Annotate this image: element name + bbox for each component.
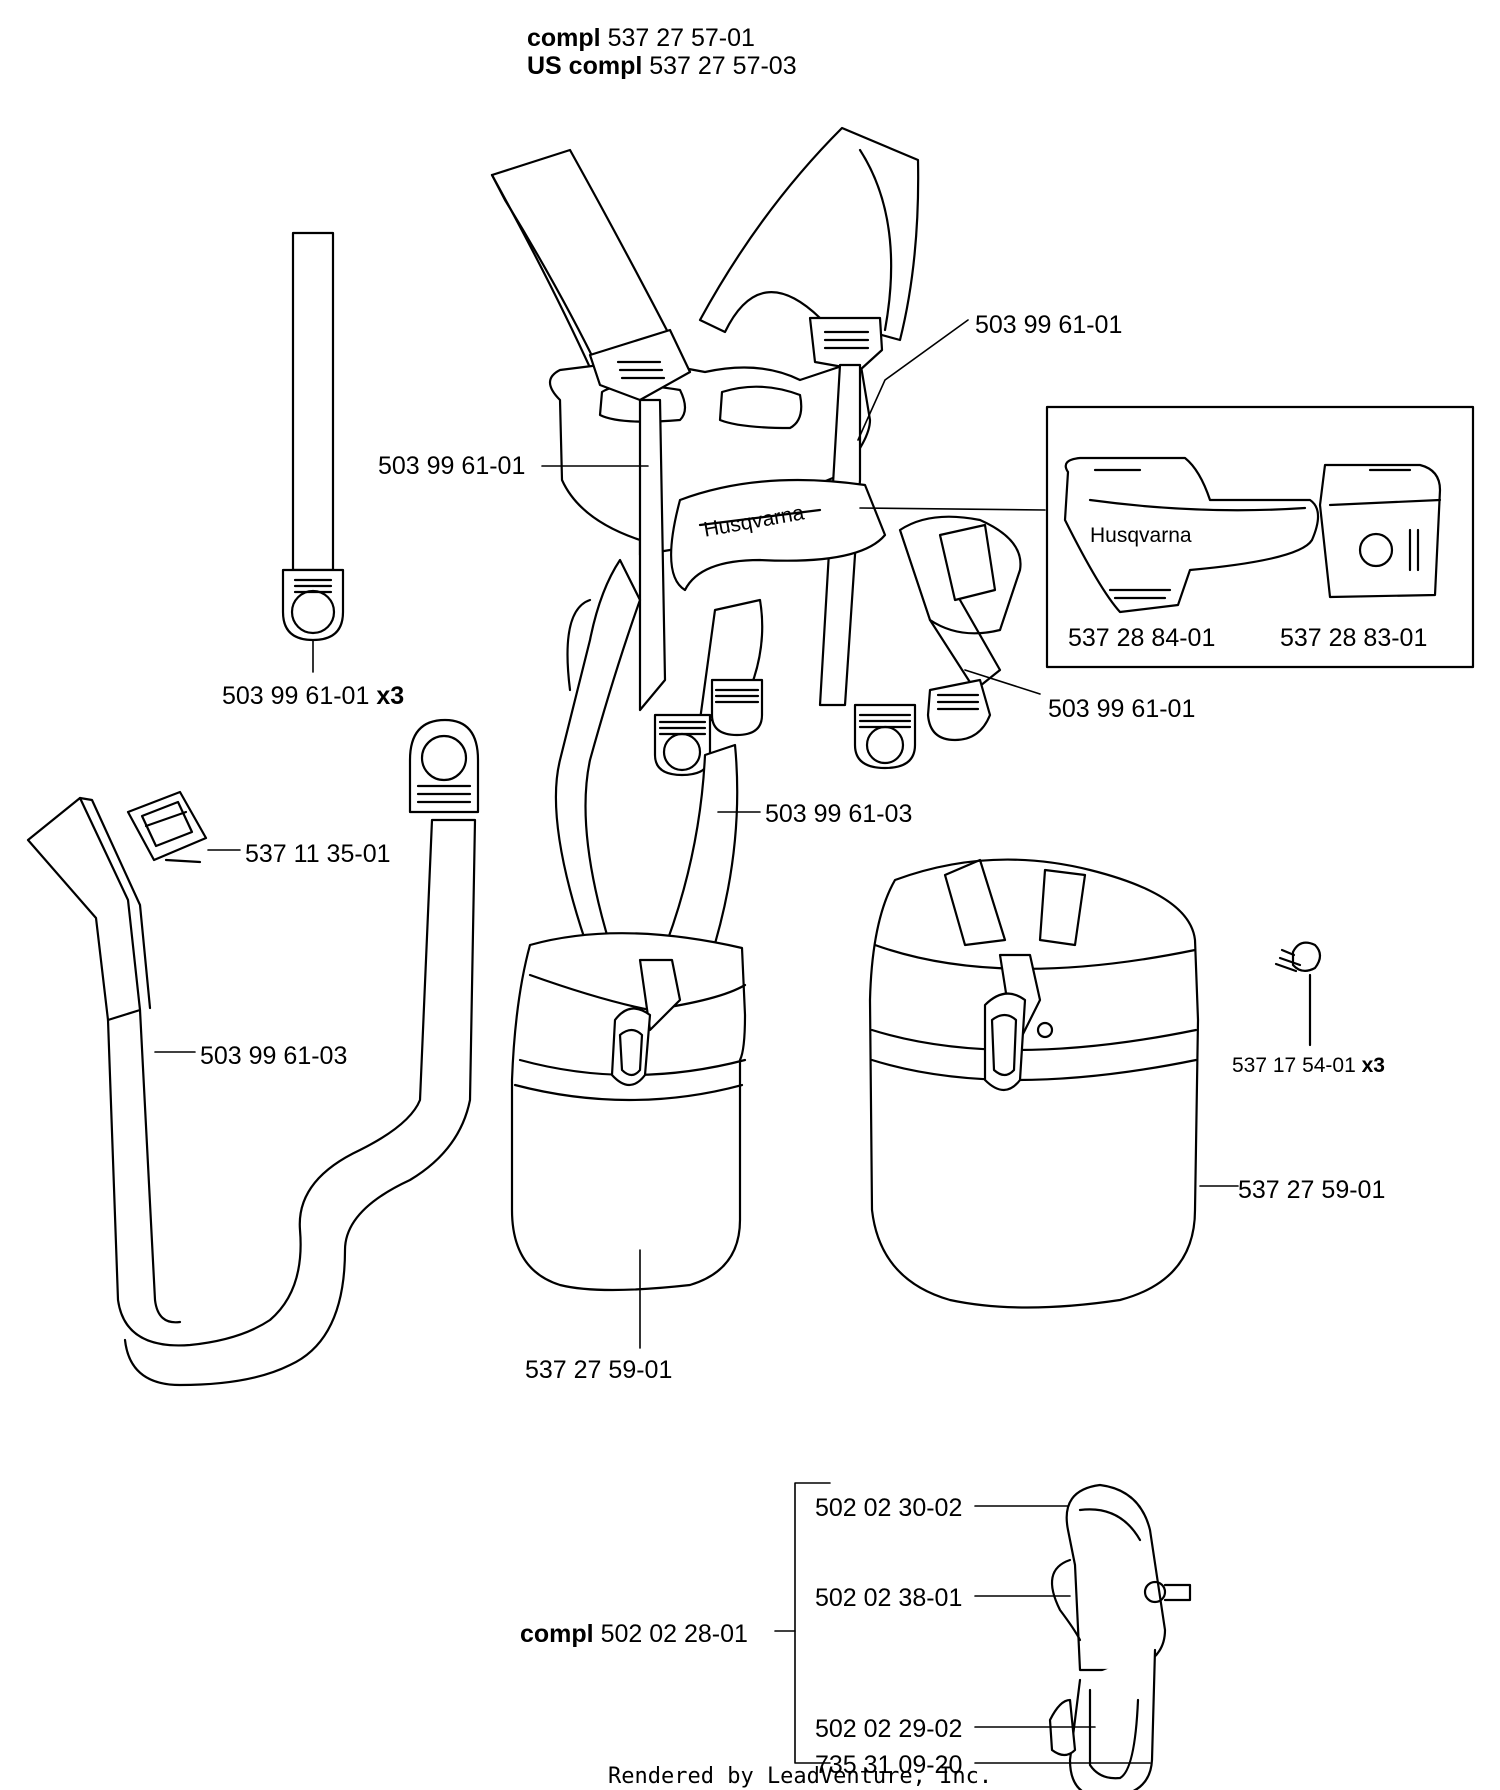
single-strap-drawing [281, 231, 345, 642]
label-hook-4: 735 31 09-20 [815, 1751, 963, 1779]
label-hip-pad-right: 537 27 59-01 [1238, 1176, 1386, 1204]
label-strap-right-upper: 503 99 61-01 [975, 311, 1123, 339]
header-line-1: compl 537 27 57-01 [527, 26, 755, 51]
header-us-compl-part: 537 27 57-03 [649, 52, 797, 80]
buckle-drawing [126, 790, 208, 864]
label-buckle: 537 11 35-01 [245, 840, 391, 868]
header-compl-label: compl [527, 24, 601, 52]
label-hip-pad-left: 537 27 59-01 [525, 1356, 673, 1384]
label-hook-2: 502 02 38-01 [815, 1584, 963, 1612]
label-screw-part: 537 17 54-01 [1232, 1054, 1356, 1077]
long-strap-loop-drawing [408, 718, 480, 814]
label-hook-3: 502 02 29-02 [815, 1715, 963, 1743]
inset-logo-text: Husqvarna [1090, 524, 1192, 547]
header-line-2: US compl 537 27 57-03 [527, 54, 797, 79]
screw-drawing [1274, 941, 1322, 1047]
label-strap-single-qty: x3 [376, 682, 405, 710]
label-strap-left-center: 503 99 61-01 [378, 452, 526, 480]
hip-pad-left-drawing [510, 932, 747, 1292]
label-hook-compl-part: 502 02 28-01 [600, 1620, 748, 1648]
label-screw: 537 17 54-01 x3 [1232, 1055, 1385, 1076]
header-us-compl-label: US compl [527, 52, 643, 80]
inset-drawing [1045, 405, 1475, 669]
label-strap-single: 503 99 61-01 x3 [222, 684, 404, 709]
footer-credit: Rendered by LeadVenture, Inc. [608, 1764, 993, 1789]
label-strap-lower-right: 503 99 61-01 [1048, 695, 1196, 723]
label-inset-left: 537 28 84-01 [1068, 624, 1216, 652]
leader-lines [154, 319, 1239, 1764]
label-hook-1: 502 02 30-02 [815, 1494, 963, 1522]
hook-drawing [1048, 1483, 1192, 1790]
label-screw-qty: x3 [1361, 1054, 1385, 1077]
label-hook-compl: compl 502 02 28-01 [520, 1622, 748, 1647]
label-hook-compl-bold: compl [520, 1620, 594, 1648]
long-strap-left-drawing [26, 796, 477, 1387]
label-strap-long-left: 503 99 61-03 [200, 1042, 348, 1070]
label-inset-right: 537 28 83-01 [1280, 624, 1428, 652]
harness-drawing [490, 126, 1022, 962]
label-strap-single-part: 503 99 61-01 [222, 682, 370, 710]
label-strap-long-center: 503 99 61-03 [765, 800, 913, 828]
header-compl-part: 537 27 57-01 [607, 24, 755, 52]
hip-pad-right-drawing [868, 858, 1200, 1309]
